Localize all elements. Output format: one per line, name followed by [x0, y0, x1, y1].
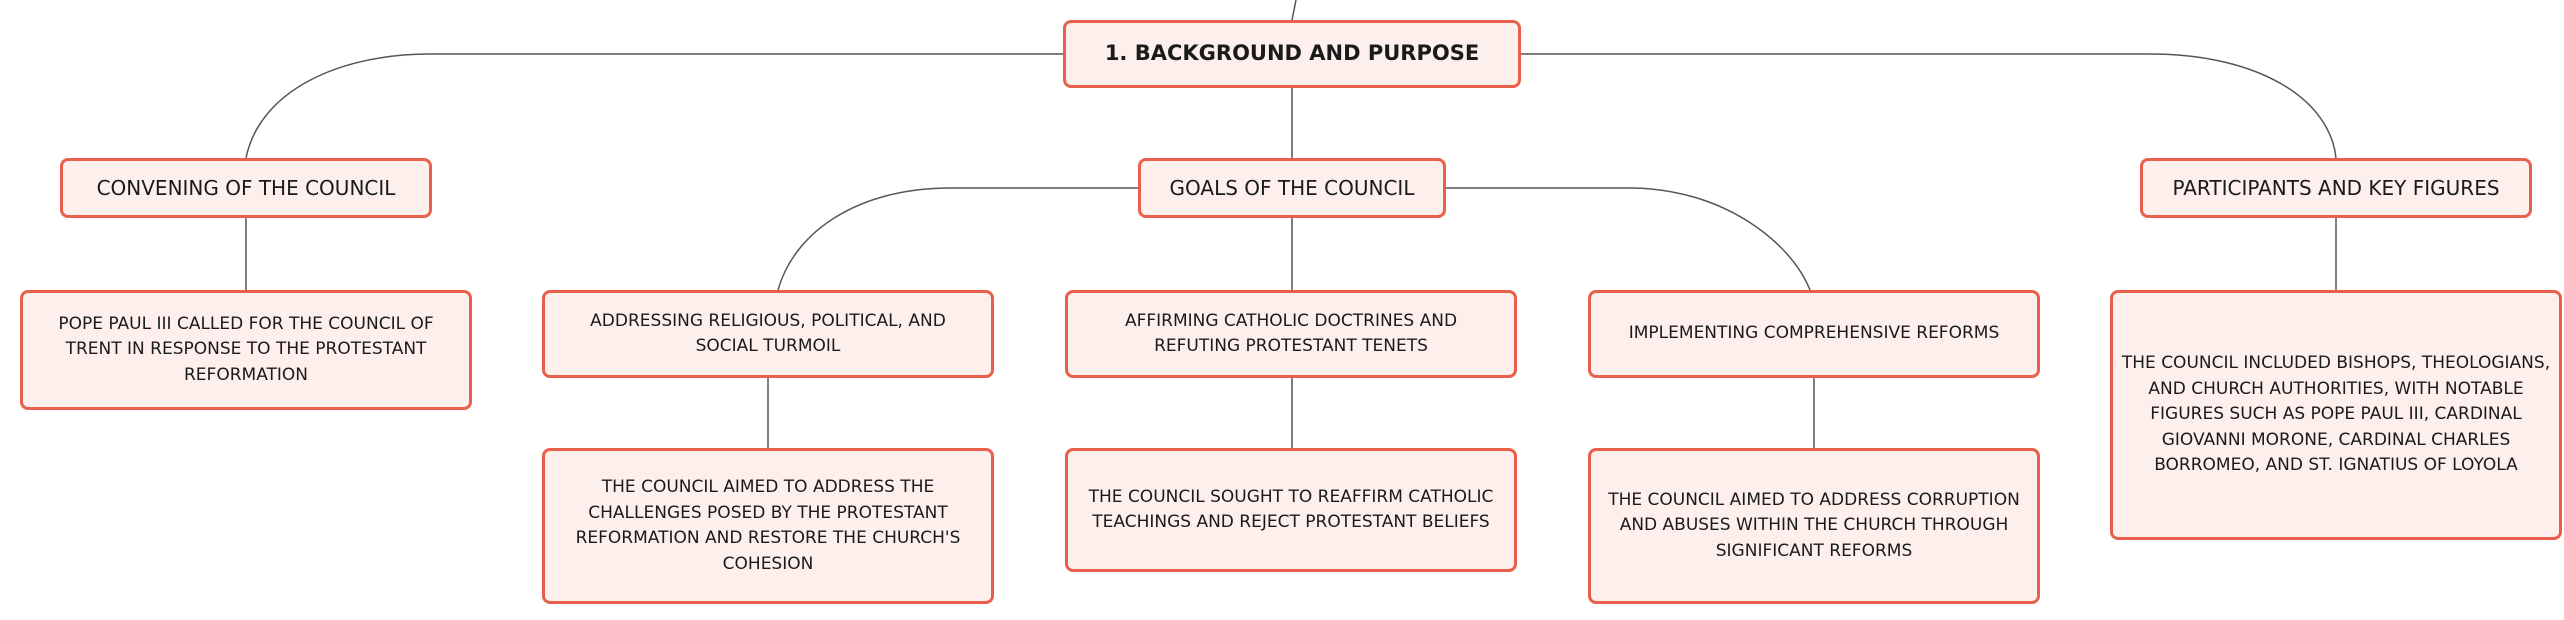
- branch-label: PARTICIPANTS AND KEY FIGURES: [2172, 176, 2500, 200]
- detail-label: THE COUNCIL SOUGHT TO REAFFIRM CATHOLIC …: [1088, 486, 1494, 533]
- leaf-label: ADDRESSING RELIGIOUS, POLITICAL, AND SOC…: [590, 310, 946, 357]
- connector-to-parent: [1291, 0, 1297, 21]
- branch-node-convening[interactable]: CONVENING OF THE COUNCIL: [60, 158, 432, 218]
- connector-goals-addressing: [777, 187, 1138, 291]
- detail-label: THE COUNCIL AIMED TO ADDRESS THE CHALLEN…: [575, 477, 961, 574]
- leaf-label: POPE PAUL III CALLED FOR THE COUNCIL OF …: [58, 313, 434, 385]
- branch-node-goals[interactable]: GOALS OF THE COUNCIL: [1138, 158, 1446, 218]
- branch-label: GOALS OF THE COUNCIL: [1169, 176, 1415, 200]
- leaf-node-participants-detail[interactable]: THE COUNCIL INCLUDED BISHOPS, THEOLOGIAN…: [2110, 290, 2562, 540]
- root-label: 1. BACKGROUND AND PURPOSE: [1104, 41, 1480, 66]
- leaf-node-affirming[interactable]: AFFIRMING CATHOLIC DOCTRINES AND REFUTIN…: [1065, 290, 1517, 378]
- leaf-node-addressing[interactable]: ADDRESSING RELIGIOUS, POLITICAL, AND SOC…: [542, 290, 994, 378]
- leaf-label: AFFIRMING CATHOLIC DOCTRINES AND REFUTIN…: [1124, 310, 1458, 357]
- root-node[interactable]: 1. BACKGROUND AND PURPOSE: [1063, 20, 1521, 88]
- branch-label: CONVENING OF THE COUNCIL: [96, 176, 396, 200]
- connector-root-convening: [245, 53, 1063, 159]
- connector-goals-implementing: [1446, 187, 1811, 291]
- detail-node-implementing[interactable]: THE COUNCIL AIMED TO ADDRESS CORRUPTION …: [1588, 448, 2040, 604]
- branch-node-participants[interactable]: PARTICIPANTS AND KEY FIGURES: [2140, 158, 2532, 218]
- leaf-label: THE COUNCIL INCLUDED BISHOPS, THEOLOGIAN…: [2121, 353, 2551, 476]
- detail-node-affirming[interactable]: THE COUNCIL SOUGHT TO REAFFIRM CATHOLIC …: [1065, 448, 1517, 572]
- leaf-node-implementing[interactable]: IMPLEMENTING COMPREHENSIVE REFORMS: [1588, 290, 2040, 378]
- detail-label: THE COUNCIL AIMED TO ADDRESS CORRUPTION …: [1608, 489, 2020, 561]
- detail-node-addressing[interactable]: THE COUNCIL AIMED TO ADDRESS THE CHALLEN…: [542, 448, 994, 604]
- connector-root-participants: [1521, 53, 2337, 159]
- leaf-label: IMPLEMENTING COMPREHENSIVE REFORMS: [1628, 323, 2000, 344]
- leaf-node-convening-detail[interactable]: POPE PAUL III CALLED FOR THE COUNCIL OF …: [20, 290, 472, 410]
